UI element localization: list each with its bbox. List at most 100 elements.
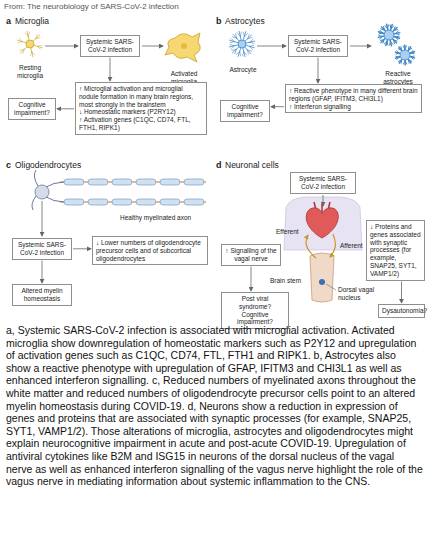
afferent-nerve (330, 234, 335, 257)
cell-branch (23, 49, 24, 53)
cell-branch (395, 31, 398, 34)
panel-title: Oligodendrocytes (15, 160, 81, 171)
cell-branch (248, 38, 252, 39)
cell-branch (232, 49, 236, 50)
cell-branch (387, 41, 389, 45)
box-text: Systemic SARS-CoV-2 infection (294, 175, 352, 191)
activated-microglia (165, 33, 200, 62)
cell-branch (36, 34, 37, 38)
arrow (42, 201, 43, 236)
oligodendrocyte-process (32, 170, 64, 210)
cell-branch (235, 49, 236, 53)
efferent-nerve (306, 235, 316, 258)
box-text: ↑ Signalling of the vagal nerve (225, 247, 277, 263)
arrow (45, 46, 78, 47)
text-box: Cognitive impairment? (8, 98, 56, 120)
cell-branch (398, 49, 401, 50)
arrow (257, 46, 286, 47)
cell-branch (403, 46, 405, 49)
box-text: ↓ Proteins and genes associated with syn… (370, 223, 421, 278)
myelin-sheath (112, 199, 132, 205)
text-box: ↑ Reactive phenotype in many different b… (285, 84, 422, 113)
cell-branch (230, 41, 234, 43)
cell-branch (25, 33, 28, 36)
caption: a, Systemic SARS-CoV-2 infection is asso… (6, 324, 423, 488)
cell-branch (243, 32, 245, 36)
cell-label: Astrocyte (224, 66, 262, 74)
cell-branch (249, 45, 253, 47)
cell-branch (237, 33, 240, 36)
cell-branch (411, 57, 413, 60)
brain-stem (310, 253, 334, 302)
panel-letter: d (216, 160, 222, 171)
panel-letter: b (216, 16, 222, 27)
myelin-sheath (64, 179, 84, 185)
box-text: ↑ Microglial activation and microglial n… (79, 85, 203, 108)
panel-title: Neuronal cells (225, 160, 279, 171)
cell-body (26, 40, 34, 48)
resting-microglia (18, 31, 43, 56)
box-text: ↓ Homeostatic markers (P2RY12) (79, 108, 203, 116)
cell-branch (19, 38, 22, 41)
cell-branch (32, 52, 35, 55)
cell-branch (248, 34, 249, 38)
cell-branch (397, 51, 399, 54)
text-box: Systemic SARS-CoV-2 infection (80, 35, 140, 57)
cell-branch (30, 52, 31, 56)
cell-branch (408, 47, 409, 50)
box-text: Systemic SARS-CoV-2 infection (292, 38, 344, 54)
myelin-sheath (136, 179, 156, 185)
text-box: Systemic SARS-CoV-2 infection (290, 172, 356, 194)
cell-branch (250, 39, 253, 42)
connector-arrow (73, 248, 91, 249)
box-text: Systemic SARS-CoV-2 infection (16, 241, 68, 257)
text-box: Dysautonomia? (378, 304, 425, 318)
reactive-astrocyte (378, 24, 399, 45)
panel-title: Astrocytes (225, 16, 265, 27)
myelin-sheath (184, 199, 204, 205)
cell-branch (239, 51, 241, 55)
box-text: ↓ Lower numbers of oligodendrocyte precu… (96, 239, 204, 262)
cell-branch (231, 46, 234, 49)
text-box: ↓ Proteins and genes associated with syn… (366, 220, 425, 281)
heart (306, 208, 338, 238)
cell-branch (390, 41, 393, 44)
text-box: Post viral syndrome? Cognitive impairmen… (221, 292, 289, 329)
figure-source: From: The neurobiology of SARS-CoV-2 inf… (4, 2, 179, 12)
myelin-sheath (160, 199, 180, 205)
structure-label: Dorsal vagal nucleus (338, 286, 376, 302)
cell-body (238, 40, 246, 48)
cell-branch (411, 56, 414, 58)
text-box: ↓ Lower numbers of oligodendrocyte precu… (92, 236, 208, 265)
text-box: Systemic SARS-CoV-2 infection (12, 238, 72, 260)
dorsal-vagal-nucleus (319, 279, 325, 285)
text-box: ↑ Microglial activation and microglial n… (75, 82, 207, 135)
connector-arrow (42, 261, 43, 283)
cell-branch (28, 32, 29, 36)
text-box: Altered myelin homeostasis (12, 284, 72, 306)
box-text: ↑ Reactive phenotype in many different b… (289, 87, 418, 103)
leader-line (326, 284, 336, 290)
box-text: Altered myelin homeostasis (16, 287, 68, 303)
cell-branch (411, 50, 413, 53)
cell-branch (247, 50, 248, 54)
cell-branch (395, 36, 399, 38)
myelin-sheath (64, 199, 84, 205)
cell-branch (231, 38, 234, 41)
connector-arrow (318, 58, 319, 83)
cell-branch (379, 33, 383, 35)
box-text: Cognitive impairment? (12, 101, 52, 117)
cell-branch (236, 34, 237, 38)
nerve-label: Efferent (276, 228, 299, 236)
cell-branch (230, 44, 234, 45)
nerve-label: Afferent (340, 242, 363, 250)
cell-branch (249, 46, 252, 49)
cell-branch (380, 36, 383, 39)
cell-branch (37, 45, 41, 47)
connector-arrow (110, 58, 111, 81)
myelin-sheath (184, 179, 204, 185)
structure-label: Brain stem (270, 277, 301, 285)
panel-title: Microglia (15, 16, 49, 27)
microglia-nucleus (181, 43, 187, 49)
